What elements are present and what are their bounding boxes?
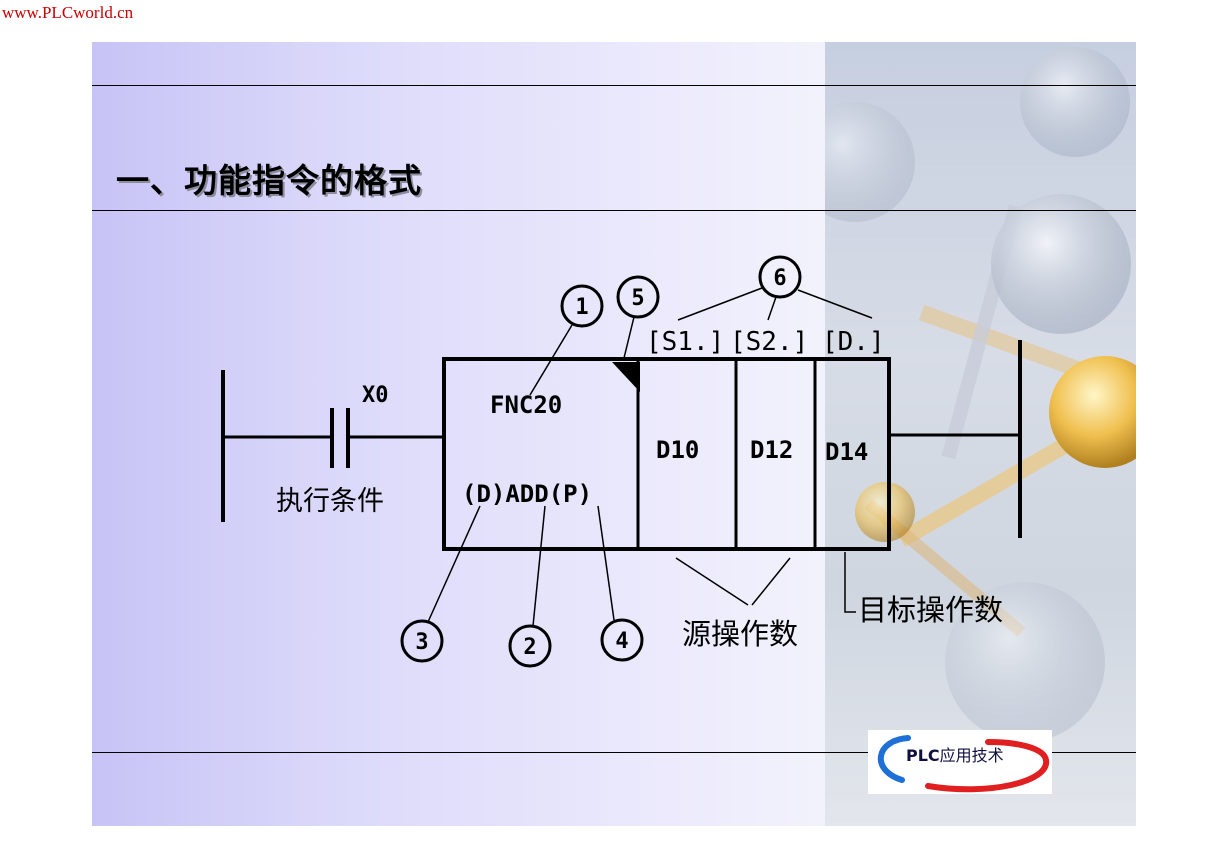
mnemonic: (D)ADD(P) xyxy=(462,480,592,508)
header-s1: [S1.] xyxy=(646,327,724,357)
leader-6c xyxy=(797,289,873,319)
leader-2 xyxy=(532,505,546,627)
callout-4: 4 xyxy=(600,618,644,662)
svg-text:6: 6 xyxy=(773,266,786,291)
function-code: FNC20 xyxy=(490,391,562,419)
slide-title: 一、功能指令的格式 xyxy=(116,161,422,200)
callout-3: 3 xyxy=(400,619,444,663)
callout-2: 2 xyxy=(508,624,552,668)
molecule-decoration xyxy=(795,47,1136,742)
plc-logo: PLC应用技术 xyxy=(868,730,1052,794)
logo-swoosh-icon xyxy=(878,735,1050,793)
pulse-marker xyxy=(612,362,640,392)
header-d: [D.] xyxy=(822,327,885,357)
svg-text:5: 5 xyxy=(631,286,644,311)
header-top-rule xyxy=(92,85,1136,86)
instruction-box xyxy=(442,357,891,551)
condition-label: 执行条件 xyxy=(276,486,384,517)
svg-text:3: 3 xyxy=(415,630,428,655)
header-s2: [S2.] xyxy=(730,327,808,357)
logo-chinese-text: 应用技术 xyxy=(939,746,1004,765)
watermark-url: www.PLCworld.cn xyxy=(2,3,134,22)
callout-5: 5 xyxy=(616,275,660,319)
svg-text:1: 1 xyxy=(575,295,588,320)
operand-d: D14 xyxy=(825,438,868,466)
header-bottom-rule xyxy=(92,210,1136,211)
source-operands-label: 源操作数 xyxy=(682,617,798,651)
svg-text:2: 2 xyxy=(523,635,536,660)
source-leader-b xyxy=(751,557,791,606)
destination-leader xyxy=(844,552,856,613)
leader-5 xyxy=(623,316,635,359)
leader-1 xyxy=(529,324,573,396)
destination-operand-label: 目标操作数 xyxy=(858,593,1003,627)
leader-6b xyxy=(767,296,777,321)
leader-6a xyxy=(677,287,763,321)
callout-1: 1 xyxy=(560,284,604,328)
contact-label: X0 xyxy=(362,383,389,408)
callout-6: 6 xyxy=(758,255,802,299)
footer-rule xyxy=(92,752,1136,753)
leader-3 xyxy=(427,505,481,623)
operand-s2: D12 xyxy=(750,436,793,464)
logo-latin-text: PLC xyxy=(906,746,940,765)
svg-text:4: 4 xyxy=(615,629,628,654)
leader-4 xyxy=(597,505,615,621)
operand-s1: D10 xyxy=(656,436,699,464)
source-leader-a xyxy=(675,557,749,606)
